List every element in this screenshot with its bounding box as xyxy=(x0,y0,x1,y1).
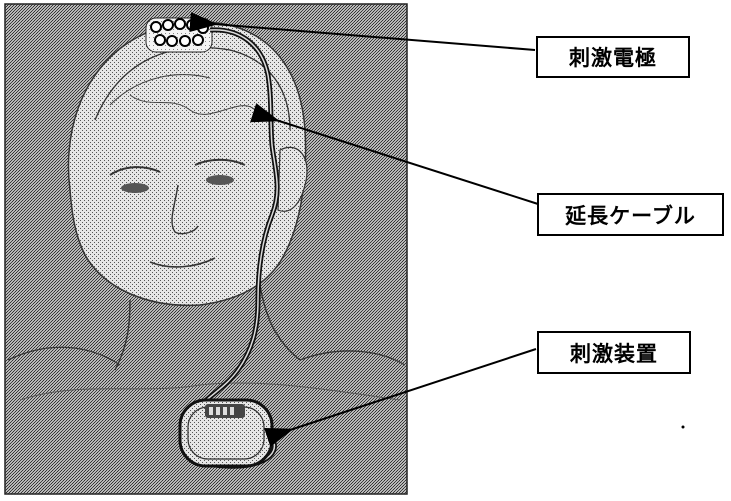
stimulation-device xyxy=(178,398,274,468)
arrow-cable xyxy=(250,103,539,205)
label-stimulation-device: 刺激装置 xyxy=(537,331,691,374)
head-figure xyxy=(7,21,406,401)
electrode-cluster xyxy=(145,17,213,53)
arrow-device xyxy=(264,348,537,448)
label-extension-cable: 延長ケーブル xyxy=(537,193,724,236)
label-stimulation-electrode: 刺激電極 xyxy=(536,36,690,78)
arrow-electrode xyxy=(189,12,536,51)
